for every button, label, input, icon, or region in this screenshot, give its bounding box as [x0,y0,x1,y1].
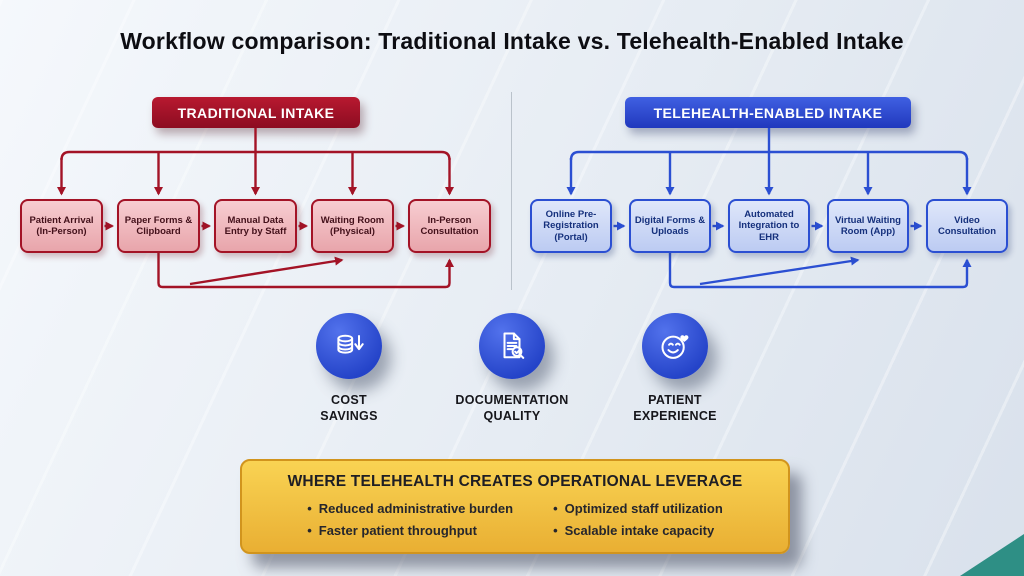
corner-accent [960,534,1024,576]
telehealth-step-5: Video Consultation [926,199,1008,253]
benefit-circle [479,313,545,379]
leverage-bullet-list: • Reduced administrative burden • Faster… [268,501,762,538]
leverage-bullet: • Optimized staff utilization [553,501,723,516]
leverage-panel: WHERE TELEHEALTH CREATES OPERATIONAL LEV… [240,459,790,554]
page-title: Workflow comparison: Traditional Intake … [120,28,904,54]
telehealth-header: TELEHEALTH-ENABLED INTAKE [625,97,911,128]
traditional-step-5: In-Person Consultation [408,199,491,253]
telehealth-step-1: Online Pre-Registration (Portal) [530,199,612,253]
benefit-label: PATIENT EXPERIENCE [633,393,717,424]
benefit-circle [642,313,708,379]
bullet-marker: • [553,523,558,538]
bullet-marker: • [307,501,312,516]
smiley-heart-icon [661,335,689,359]
leverage-bullet: • Faster patient throughput [307,523,513,538]
traditional-step-3: Manual Data Entry by Staff [214,199,297,253]
coins-down-arrow-icon [337,334,364,354]
traditional-step-1: Patient Arrival (In-Person) [20,199,103,253]
leverage-bullet: • Reduced administrative burden [307,501,513,516]
divider [511,92,512,290]
benefit-patient-experience: PATIENT EXPERIENCE [600,313,750,425]
bullet-marker: • [553,501,558,516]
bullet-marker: • [307,523,312,538]
telehealth-step-3: Automated Integration to EHR [728,199,810,253]
telehealth-step-2: Digital Forms & Uploads [629,199,711,253]
bullet-text: Scalable intake capacity [564,523,715,538]
bullet-text: Optimized staff utilization [564,501,723,516]
traditional-header: TRADITIONAL INTAKE [152,97,360,128]
document-check-icon [503,332,525,359]
benefit-cost-savings: COST SAVINGS [274,313,424,425]
benefit-label: DOCUMENTATION QUALITY [455,393,569,424]
benefit-label: COST SAVINGS [320,393,378,424]
benefit-circle [316,313,382,379]
benefit-documentation-quality: DOCUMENTATION QUALITY [437,313,587,425]
bullet-text: Reduced administrative burden [318,501,514,516]
traditional-step-2: Paper Forms & Clipboard [117,199,200,253]
traditional-step-4: Waiting Room (Physical) [311,199,394,253]
bullet-text: Faster patient throughput [318,523,477,538]
leverage-bullet: • Scalable intake capacity [553,523,723,538]
telehealth-step-4: Virtual Waiting Room (App) [827,199,909,253]
leverage-title: WHERE TELEHEALTH CREATES OPERATIONAL LEV… [287,473,743,490]
